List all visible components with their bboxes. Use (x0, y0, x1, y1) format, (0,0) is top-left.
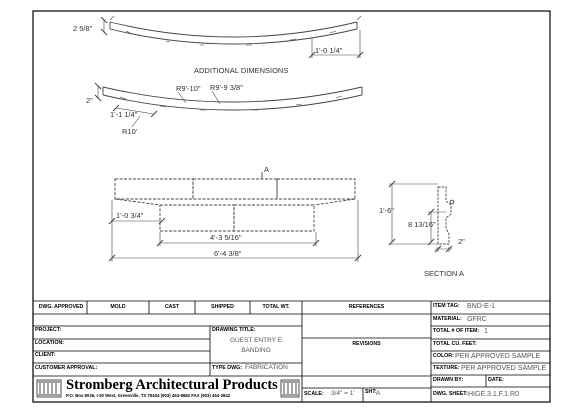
header-cast: CAST (164, 304, 180, 310)
stromberg-logo (36, 379, 300, 398)
value-material: GFRC (467, 316, 487, 323)
header-shipped: SHIPPED (211, 304, 234, 310)
value-type-dwg: FABRICATION (245, 364, 288, 371)
sheet-border (32, 10, 551, 403)
field-item-tag: ITEM TAG: (433, 303, 460, 309)
drawing-title-line-2: BANDING (241, 347, 271, 354)
section-marker-elevation: A (264, 165, 269, 174)
dim-radius-3: R10' (122, 127, 138, 136)
dim-top-left-height: 2 5/8" (73, 24, 93, 33)
value-total-items: 1 (484, 328, 488, 335)
header-total-wt: TOTAL WT. (262, 304, 290, 310)
top-piece-dimensions (100, 16, 364, 59)
field-customer-approval: CUSTOMER APPROVAL: (35, 365, 98, 371)
value-scale: 3/4" = 1' (331, 390, 355, 397)
field-location: LOCATION: (35, 340, 65, 346)
value-sht: A (376, 390, 381, 397)
field-total-items: TOTAL # OF ITEM: (433, 328, 480, 334)
field-dwg-sheet: DWG. SHEET: (433, 391, 468, 397)
field-sht: SHT: (365, 389, 377, 395)
section-a-dimensions (388, 180, 453, 253)
field-client: CLIENT: (35, 352, 56, 358)
field-type-dwg: TYPE DWG: (212, 365, 243, 371)
field-scale: SCALE: (304, 391, 324, 397)
middle-piece-dimensions (94, 82, 221, 128)
section-a-profile (437, 186, 455, 245)
field-texture: TEXTURE: (433, 365, 460, 371)
dim-section-inner-height: 8 13/16" (408, 220, 436, 229)
header-references: REFERENCES (348, 304, 385, 310)
dim-elevation-inner-length: 4'-3 5/16" (210, 233, 242, 242)
field-date: DATE: (488, 377, 504, 383)
dim-middle-left-height: 2" (86, 96, 93, 105)
field-project: PROJECT: (35, 327, 62, 333)
dim-radius-2: R9'-9 3/8" (210, 83, 243, 92)
elevation-dimensions (108, 200, 362, 262)
value-dwg-sheet: HIGE.3.1.F.1.R0 (468, 391, 519, 398)
header-dwg-approved: DWG. APPROVED (38, 304, 84, 310)
title-block-grid (33, 300, 550, 402)
dim-top-right-length: 1'-0 1/4" (315, 46, 343, 55)
header-revisions: REVISIONS (352, 341, 381, 347)
value-texture: PER APPROVED SAMPLE (461, 365, 547, 372)
dim-elevation-overall-length: 6'-4 3/8" (214, 249, 242, 258)
top-curved-piece (109, 15, 362, 46)
field-material: MATERIAL: (433, 316, 462, 322)
field-total-cu-feet: TOTAL CU. FEET: (433, 341, 477, 347)
value-item-tag: BND-E-1 (467, 303, 496, 310)
dim-middle-small-length: 1'-1 1/4" (110, 110, 138, 119)
dim-section-height: 1'-6" (379, 206, 394, 215)
dim-section-bottom-width: 2" (458, 237, 465, 246)
dim-radius-1: R9'-10" (176, 84, 201, 93)
drawing-title-line-1: GUEST ENTRY E (229, 337, 283, 344)
value-color: PER APPROVED SAMPLE (455, 353, 541, 360)
field-drawn-by: DRAWN BY: (433, 377, 464, 383)
field-drawing-title: DRAWING TITLE: (212, 327, 256, 333)
field-color: COLOR: (433, 353, 454, 359)
company-name: Stromberg Architectural Products (66, 377, 278, 393)
additional-dimensions-label: ADDITIONAL DIMENSIONS (194, 66, 288, 75)
elevation-view (114, 172, 356, 232)
header-mold: MOLD (110, 304, 126, 310)
dim-elevation-left-offset: 1'-0 3/4" (116, 211, 144, 220)
middle-curved-piece (102, 86, 363, 111)
company-address: P.O. Box 8036, I-30 West, Greenville, TX… (66, 393, 231, 398)
section-a-label: SECTION A (424, 269, 464, 278)
